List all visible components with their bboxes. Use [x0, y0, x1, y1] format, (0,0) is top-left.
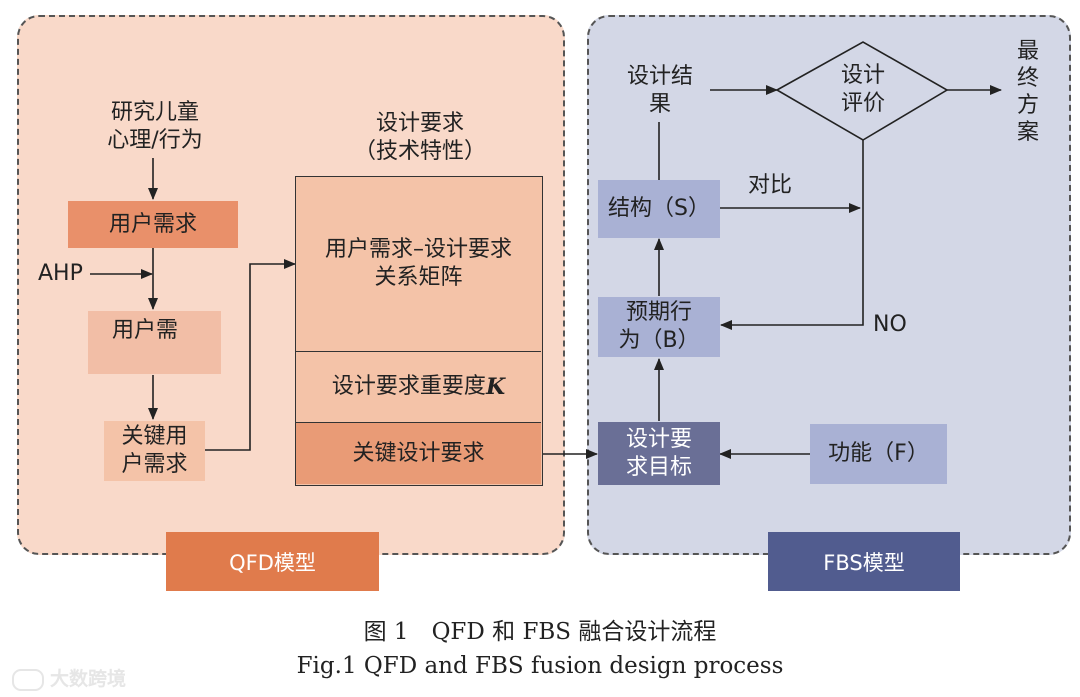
design-goal-box: 设计要 求目标 [598, 422, 720, 485]
user-needs-box: 用户需求 [68, 201, 238, 248]
design-requirements-title: 设计要求 （技术特性） [353, 111, 486, 164]
key-user-needs-box: 关键用 户需求 [104, 421, 205, 481]
design-evaluation-label: 设计 评价 [840, 63, 885, 116]
evaluation-diamond [775, 41, 949, 141]
child-psychology-label: 研究儿童 心理/行为 [107, 100, 203, 153]
compare-label: 对比 [748, 173, 793, 198]
arrow-no-loop [720, 140, 864, 330]
qfd-model-tag: QFD模型 [166, 532, 379, 591]
watermark-logo-icon [12, 668, 44, 691]
no-label: NO [873, 312, 907, 337]
fbs-model-tag: FBS模型 [768, 532, 960, 591]
importance-text: 设计要求重要度 [331, 374, 486, 399]
key-design-requirements-cell: 关键设计要求 [296, 423, 541, 484]
structure-box: 结构（S） [598, 180, 720, 238]
caption-english: Fig.1 QFD and FBS fusion design process [296, 653, 784, 679]
arrow-key-to-matrix [205, 259, 296, 451]
design-result-label: 设计结 果 [626, 64, 693, 117]
relation-matrix-cell: 用户需求–设计要求 关系矩阵 [296, 177, 541, 352]
user-need-box: 用户需 [88, 311, 221, 374]
watermark-text: 大数跨境 [50, 668, 127, 690]
ahp-label: AHP [38, 261, 83, 286]
expected-behavior-box: 预期行 为（B） [598, 297, 720, 357]
importance-k: K [485, 374, 506, 400]
caption-chinese: 图 1 QFD 和 FBS 融合设计流程 [363, 619, 717, 645]
watermark: 大数跨境 [12, 664, 172, 692]
final-plan-label: 最 终 方 案 [1016, 39, 1039, 145]
function-box: 功能（F） [810, 424, 947, 484]
